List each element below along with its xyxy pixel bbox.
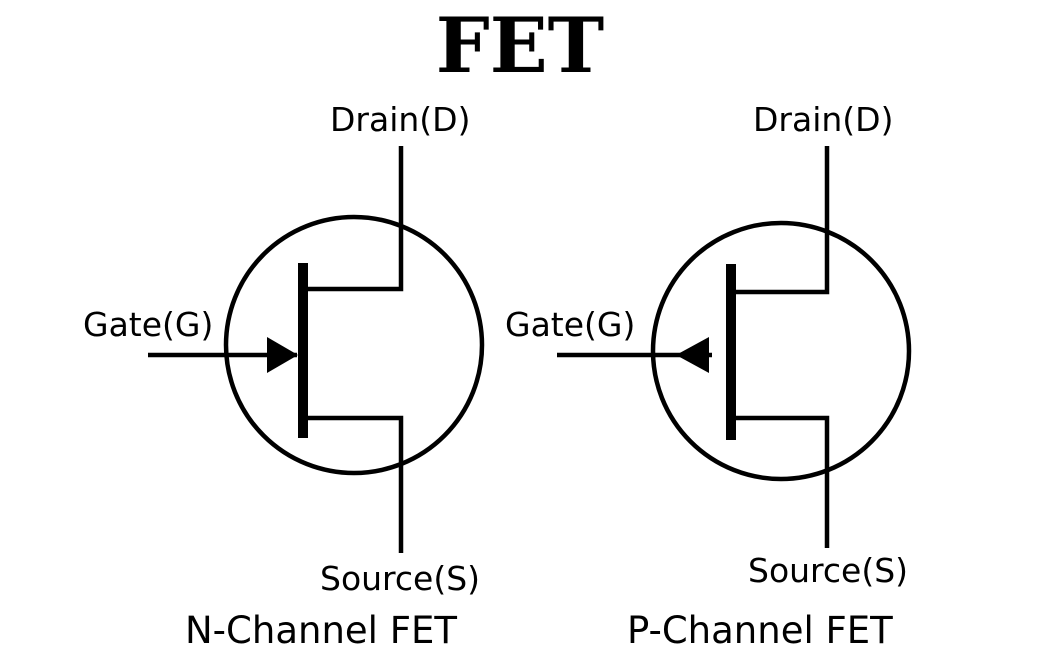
n-channel-gate-label: Gate(G) [83, 305, 213, 344]
p-channel-caption: P-Channel FET [627, 609, 893, 652]
p-channel-fet-symbol: Drain(D) Gate(G) Source(S) P-Channel FET [505, 100, 912, 652]
n-channel-arrow-icon [267, 337, 298, 373]
n-channel-source-lead [303, 415, 404, 553]
p-channel-source-label: Source(S) [748, 551, 908, 590]
n-channel-drain-lead [303, 146, 404, 292]
n-channel-body-circle [223, 214, 485, 476]
p-channel-body-circle [650, 220, 912, 482]
page-title: FET [436, 1, 604, 90]
n-channel-source-label: Source(S) [320, 559, 480, 598]
p-channel-drain-label: Drain(D) [753, 100, 893, 139]
n-channel-drain-label: Drain(D) [330, 100, 470, 139]
p-channel-gate-label: Gate(G) [505, 305, 635, 344]
n-channel-fet-symbol: Drain(D) Gate(G) Source(S) N-Channel FET [83, 100, 485, 652]
p-channel-arrow-icon [676, 337, 709, 373]
n-channel-caption: N-Channel FET [185, 609, 457, 652]
p-channel-drain-lead [731, 146, 830, 295]
p-channel-source-lead [731, 415, 830, 548]
